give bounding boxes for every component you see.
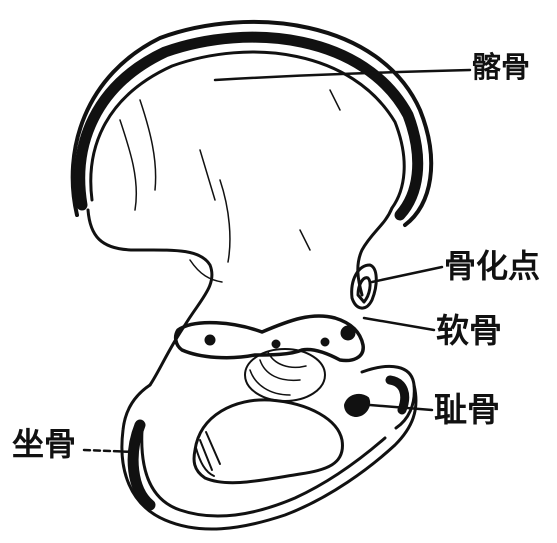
cartilage-nodule-center [272,340,280,348]
cartilage-nodule-right2 [321,338,329,346]
bone-texture-hatching [120,90,340,282]
acetabulum-socket [245,349,325,401]
label-ossification-point: 骨化点 [444,250,540,282]
obturator-shading [196,432,220,476]
cartilage-nodule-left [205,335,215,345]
leader-ischium [84,450,135,452]
label-ilium: 髂骨 [472,53,530,82]
ischium-growth-band [133,425,150,505]
acetabulum-shading [250,352,306,395]
pubis-band [390,380,405,410]
label-pubis: 耻骨 [434,393,500,426]
cartilage-nodule-right [341,326,355,340]
leader-ossification [372,267,442,282]
label-cartilage: 软骨 [436,314,502,347]
ischium-inner-outline [142,430,385,516]
obturator-foramen [194,400,342,483]
label-ischium: 坐骨 [12,428,76,460]
pubis-ossification [345,395,369,416]
leader-cartilage [364,318,434,330]
ilium-crest-edge [91,52,404,208]
ossification-point-core [358,278,370,302]
ilium-growth-band [80,37,418,215]
ilium-body-outline [88,210,212,385]
